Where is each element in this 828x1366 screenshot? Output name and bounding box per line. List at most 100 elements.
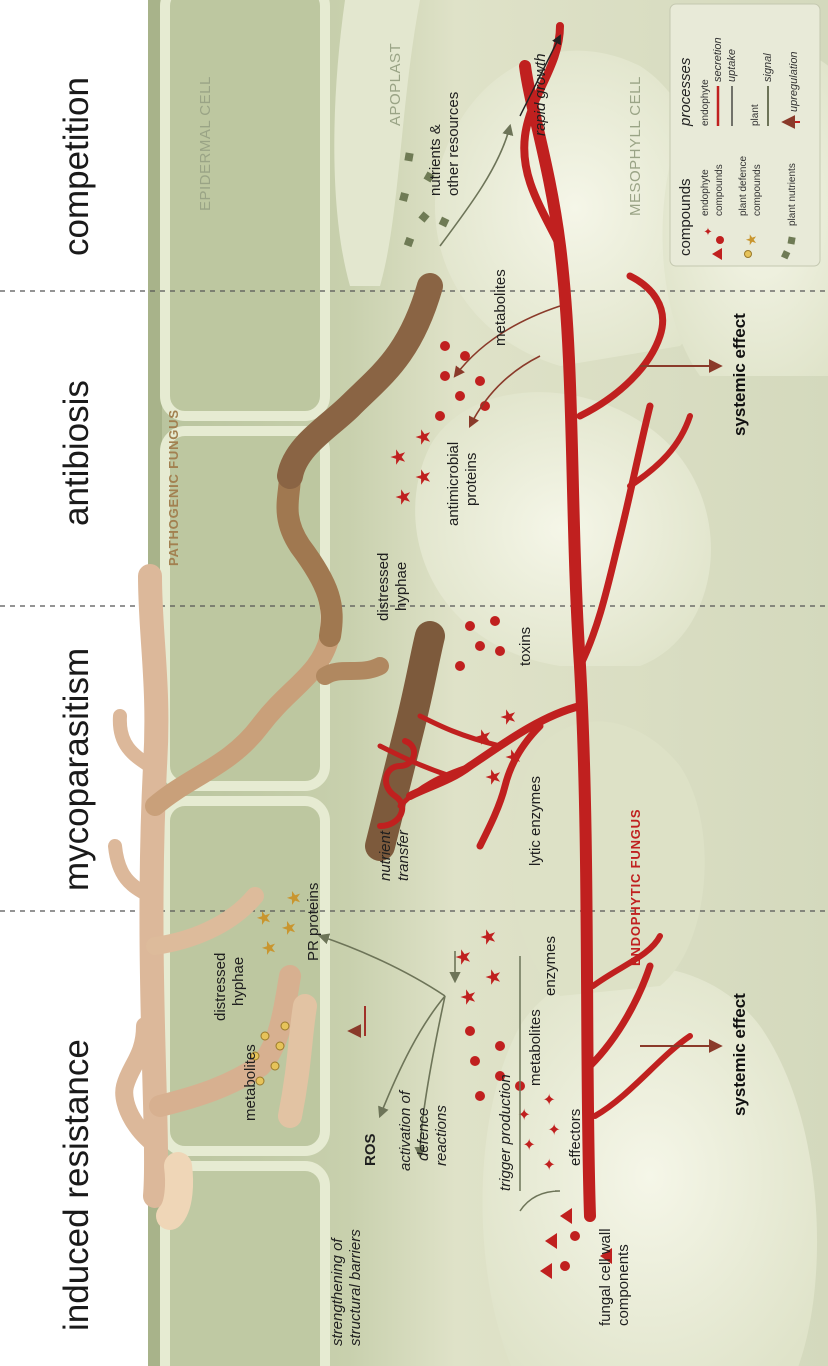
- label-nutrients-1: nutrients &: [427, 124, 444, 196]
- legend-plant-def-1: plant defence: [738, 156, 749, 216]
- label-distressed-2a: distressed: [375, 553, 392, 621]
- legend-endophyte-1: endophyte: [700, 169, 711, 216]
- label-toxins: toxins: [517, 627, 534, 666]
- legend-defence-circle-icon: [745, 251, 752, 258]
- legend-proc-uptake: uptake: [726, 49, 738, 82]
- label-distressed-2b: hyphae: [393, 562, 410, 611]
- enzyme-star: ★: [453, 948, 475, 966]
- lytic-star: ★: [483, 768, 505, 786]
- legend-compounds-title: compounds: [677, 178, 694, 256]
- legend-defence-star-icon: ★: [743, 233, 759, 246]
- label-trigger: trigger production: [497, 1074, 514, 1191]
- label-antimicrobial-2: proteins: [463, 453, 480, 506]
- pathogen-tip-induced: [290, 1006, 305, 1116]
- antibiosis-metabolite-dot: [440, 341, 450, 351]
- label-activation-2: defence: [415, 1108, 432, 1161]
- legend-processes-title: processes: [677, 57, 694, 127]
- label-pr-proteins: PR proteins: [305, 883, 322, 961]
- enzyme-star: ★: [483, 968, 505, 986]
- metabolite-dot: [475, 1091, 485, 1101]
- antibiosis-metabolite-dot: [475, 376, 485, 386]
- antibiosis-metabolite-dot: [435, 411, 445, 421]
- label-fungal-wall-1: fungal cell wall: [597, 1228, 614, 1326]
- legend-proc-signal: signal: [762, 53, 774, 82]
- label-activation-1: activation of: [397, 1089, 414, 1171]
- enzyme-star: ★: [458, 988, 480, 1006]
- antimicrobial-star: ★: [388, 448, 410, 466]
- wall-component: [560, 1261, 570, 1271]
- section-mycoparasitism: mycoparasitism: [57, 648, 96, 891]
- defence-metabolite: [281, 1022, 289, 1030]
- label-epidermal-cell: EPIDERMAL CELL: [197, 76, 214, 211]
- antimicrobial-star: ★: [413, 428, 435, 446]
- label-activation-3: reactions: [433, 1105, 450, 1166]
- legend-nutrient-icon: [788, 237, 796, 245]
- antibiosis-metabolite-dot: [440, 371, 450, 381]
- label-fungal-wall-2: components: [615, 1244, 632, 1326]
- pr-protein-star: ★: [254, 910, 274, 926]
- defence-metabolite: [271, 1062, 279, 1070]
- toxin-dot: [490, 616, 500, 626]
- label-distressed-1b: hyphae: [230, 957, 247, 1006]
- toxin-dot: [455, 661, 465, 671]
- label-antimicrobial-1: antimicrobial: [445, 442, 462, 526]
- effector-star: ✦: [542, 1158, 559, 1171]
- pr-protein-star: ★: [279, 920, 299, 936]
- label-apoplast: APOPLAST: [387, 43, 404, 126]
- section-induced-resistance: induced resistance: [57, 1039, 96, 1331]
- label-nutrients-2: other resources: [445, 92, 462, 196]
- label-ros: ROS: [362, 1133, 379, 1166]
- label-lytic-enzymes: lytic enzymes: [527, 776, 544, 866]
- antibiosis-metabolite-dot: [455, 391, 465, 401]
- pathogen-base: [170, 1166, 179, 1216]
- legend-endophyte-2: compounds: [714, 164, 725, 216]
- toxin-dot: [475, 641, 485, 651]
- label-effectors: effectors: [567, 1109, 584, 1166]
- antimicrobial-star: ★: [393, 488, 415, 506]
- label-rapid-growth: rapid growth: [532, 53, 549, 136]
- label-nutrient-transfer-2: transfer: [395, 829, 412, 881]
- label-metabolites-ir: metabolites: [242, 1044, 259, 1121]
- toxin-dot: [495, 646, 505, 656]
- lytic-star: ★: [498, 708, 520, 726]
- label-pathogenic-fungus: PATHOGENIC FUNGUS: [166, 409, 181, 566]
- pr-protein-star: ★: [284, 890, 304, 906]
- label-enzymes: enzymes: [542, 936, 559, 996]
- label-systemic-2: systemic effect: [730, 313, 749, 436]
- effector-star: ✦: [522, 1138, 539, 1151]
- enzyme-star: ★: [478, 928, 500, 946]
- toxin-dot: [465, 621, 475, 631]
- label-nutrient-transfer-1: nutrient: [377, 830, 394, 881]
- nutrient-square: [404, 152, 413, 161]
- legend-plant-nutrients: plant nutrients: [787, 163, 798, 226]
- epidermal-cell-4: [165, 0, 325, 416]
- label-endophytic-fungus: ENDOPHYTIC FUNGUS: [628, 809, 643, 966]
- legend-circle-icon: [716, 236, 724, 244]
- label-metabolites-ab: metabolites: [492, 269, 509, 346]
- effector-star: ✦: [542, 1093, 559, 1106]
- antimicrobial-star: ★: [413, 468, 435, 486]
- legend-star-icon: ✦: [703, 227, 715, 236]
- legend-proc-upregulation: upregulation: [788, 51, 800, 112]
- legend-plant-def-2: compounds: [752, 164, 763, 216]
- label-strengthening-2: structural barriers: [347, 1229, 364, 1346]
- metabolite-dot: [495, 1041, 505, 1051]
- lytic-star: ★: [503, 748, 525, 766]
- label-mesophyll-cell: MESOPHYLL CELL: [627, 76, 644, 216]
- label-distressed-1a: distressed: [212, 953, 229, 1021]
- metabolite-dot: [470, 1056, 480, 1066]
- legend: compounds processes ✦ endophyte compound…: [670, 4, 820, 266]
- pr-protein-star: ★: [259, 940, 279, 956]
- wall-component: [570, 1231, 580, 1241]
- defence-metabolite: [276, 1042, 284, 1050]
- effector-star: ✦: [547, 1123, 564, 1136]
- legend-proc-endophyte: endophyte: [700, 79, 711, 126]
- section-competition: competition: [57, 77, 96, 256]
- pathogen-branch-4: [325, 666, 380, 676]
- lytic-star: ★: [473, 728, 495, 746]
- metabolite-dot: [465, 1026, 475, 1036]
- label-metabolites-endo: metabolites: [527, 1009, 544, 1086]
